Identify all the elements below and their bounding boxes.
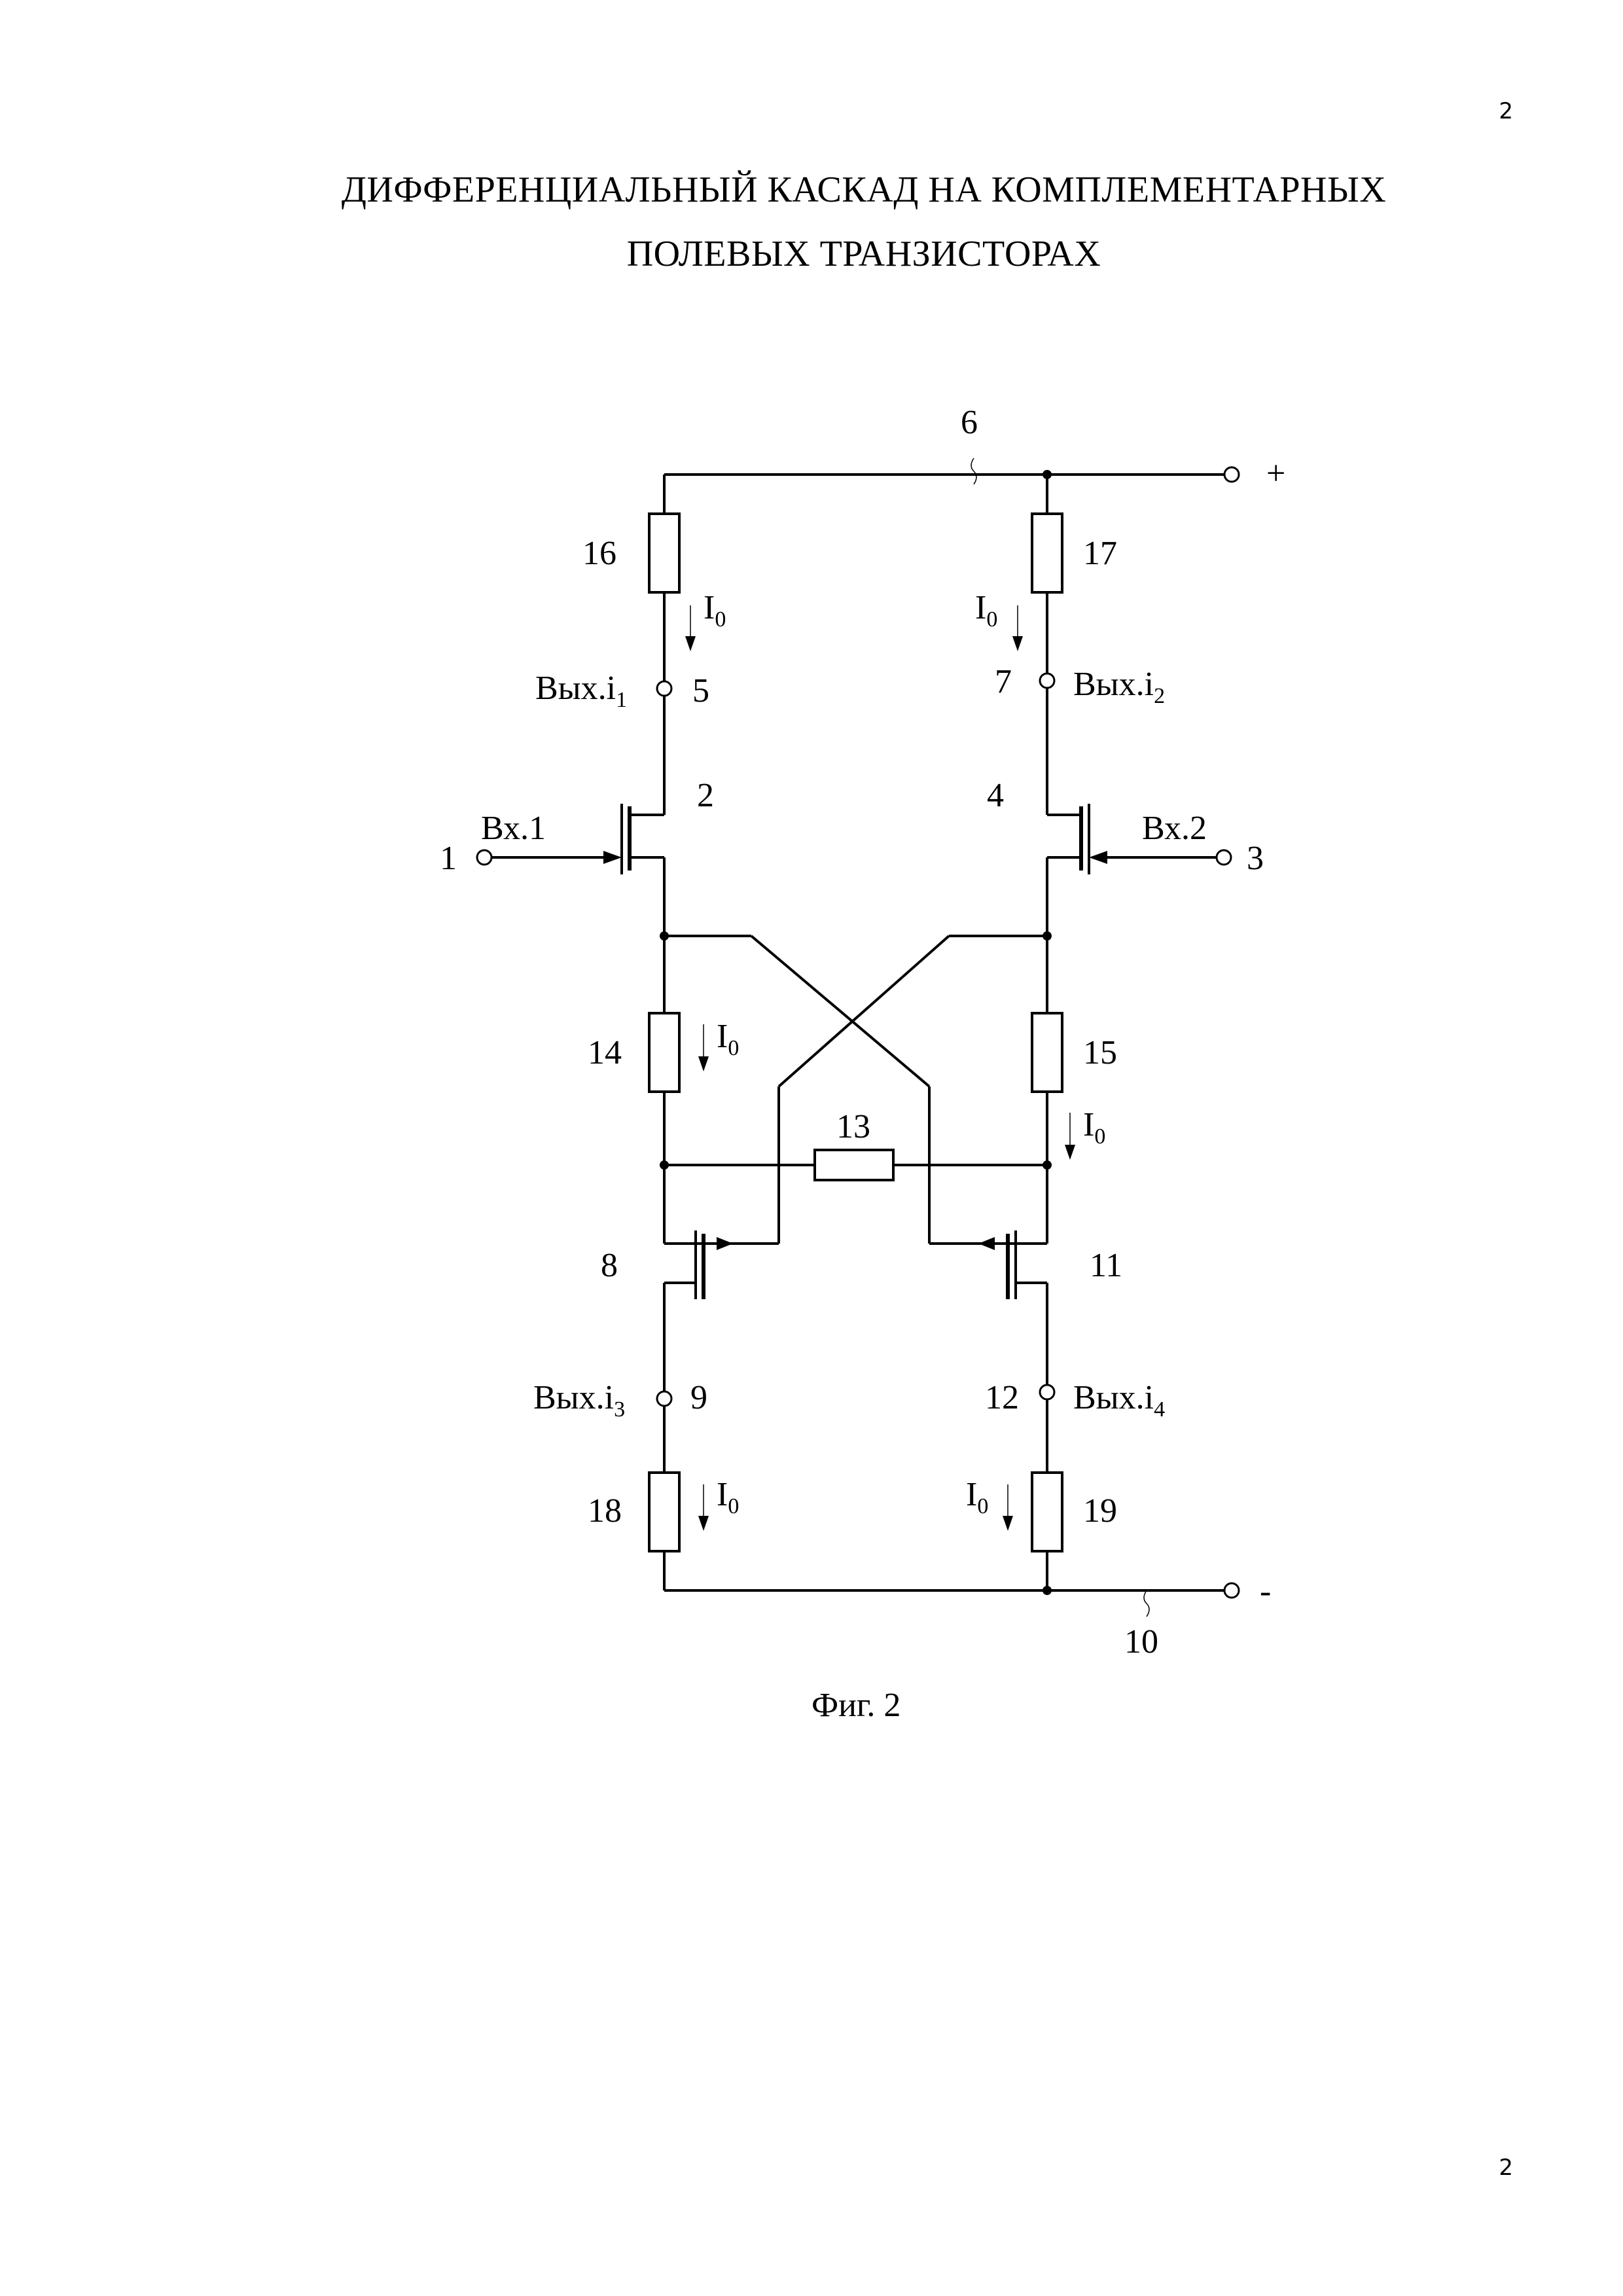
current-label-r14: I0	[717, 1018, 739, 1060]
input-label-1: Вх.1	[481, 810, 546, 847]
transistor-2	[492, 804, 666, 936]
resistor-13	[813, 1149, 895, 1181]
node-label-18: 18	[588, 1492, 622, 1530]
resistor-15	[1031, 1012, 1063, 1093]
supply-minus-label: -	[1260, 1573, 1271, 1610]
node-label-1: 1	[440, 840, 457, 877]
cross-wires	[660, 931, 1052, 1244]
page-number-bottom: 2	[1499, 2155, 1513, 2181]
node-label-5: 5	[692, 672, 709, 709]
node-label-2: 2	[697, 777, 714, 814]
node-label-12: 12	[985, 1379, 1019, 1416]
output-terminal-7	[1039, 672, 1056, 689]
node-label-17: 17	[1083, 535, 1117, 572]
node-label-19: 19	[1083, 1492, 1117, 1530]
title-line-1: ДИФФЕРЕНЦИАЛЬНЫЙ КАСКАД НА КОМПЛЕМЕНТАРН…	[341, 170, 1387, 210]
output-label-2: Вых.i2	[1073, 666, 1165, 708]
node-label-9: 9	[690, 1379, 707, 1416]
input-terminal-3[interactable]	[1215, 849, 1232, 866]
node-label-6: 6	[961, 404, 978, 441]
resistor-14	[648, 1012, 681, 1093]
resistor-18	[648, 1471, 681, 1552]
node-label-15: 15	[1083, 1034, 1117, 1071]
transistor-4	[1046, 804, 1216, 936]
current-label-r17: I0	[975, 589, 997, 632]
negative-supply-rail	[664, 1582, 1240, 1617]
node-label-4: 4	[987, 777, 1004, 814]
node-label-7: 7	[995, 663, 1012, 700]
resistor-16	[648, 512, 681, 594]
current-label-r15: I0	[1083, 1106, 1105, 1149]
positive-supply-rail	[664, 457, 1240, 485]
node-label-14: 14	[588, 1034, 622, 1071]
current-label-r19: I0	[966, 1476, 988, 1518]
node-label-13: 13	[836, 1108, 870, 1145]
output-label-3: Вых.i3	[533, 1379, 625, 1422]
output-label-1: Вых.i1	[535, 670, 627, 712]
input-label-2: Вх.2	[1142, 810, 1207, 847]
current-label-r16: I0	[704, 589, 726, 632]
resistor-17	[1031, 512, 1063, 594]
output-terminal-12	[1039, 1384, 1056, 1401]
title-line-2: ПОЛЕВЫХ ТРАНЗИСТОРАХ	[626, 234, 1101, 274]
transistor-8	[663, 1230, 779, 1391]
figure-caption: Фиг. 2	[812, 1687, 901, 1724]
input-terminal-1[interactable]	[476, 849, 493, 866]
output-terminal-9	[656, 1390, 673, 1407]
current-label-r18: I0	[717, 1476, 739, 1518]
transistor-11	[929, 1230, 1048, 1384]
node-label-16: 16	[582, 535, 616, 572]
node-label-3: 3	[1247, 840, 1264, 877]
resistor-19	[1031, 1471, 1063, 1552]
node-label-11: 11	[1090, 1247, 1122, 1284]
output-terminal-5	[656, 680, 673, 697]
node-label-8: 8	[601, 1247, 618, 1284]
supply-plus-label: +	[1266, 455, 1285, 492]
node-label-10: 10	[1124, 1623, 1158, 1660]
page-number-top: 2	[1499, 98, 1513, 124]
output-label-4: Вых.i4	[1073, 1379, 1165, 1422]
